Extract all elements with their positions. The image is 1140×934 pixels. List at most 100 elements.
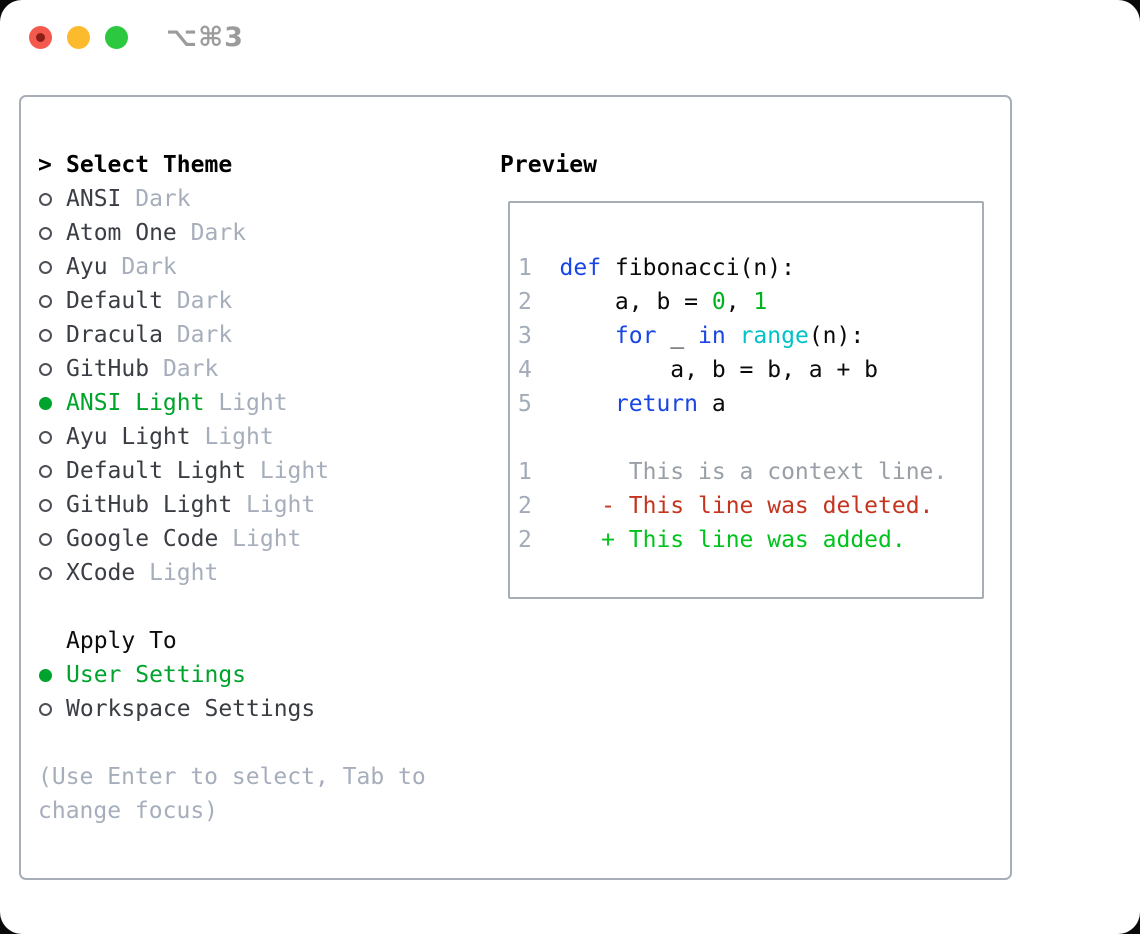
token-kw: return xyxy=(614,391,699,417)
code-text: a, b = 0, 1 xyxy=(559,285,767,319)
radio-selected-icon xyxy=(39,668,52,682)
theme-option[interactable]: Default Light Light xyxy=(38,454,478,488)
code-line: 5 return a xyxy=(518,387,974,421)
maximize-button[interactable] xyxy=(105,26,128,49)
theme-name: Default Light xyxy=(66,458,247,484)
code-text: def fibonacci(n): xyxy=(560,251,795,285)
theme-option[interactable]: Ayu Light Light xyxy=(38,420,478,454)
token-kw: for xyxy=(614,323,657,349)
close-dot-icon xyxy=(36,33,45,42)
token-plain: a, b = xyxy=(559,289,712,315)
bullet-column xyxy=(38,532,66,546)
theme-variant-badge: Light xyxy=(246,492,316,518)
line-number: 1 xyxy=(518,459,532,485)
theme-variant-badge: Dark xyxy=(176,288,233,314)
radio-selected-icon xyxy=(39,396,52,410)
line-number: 5 xyxy=(518,391,532,417)
theme-variant-badge: Light xyxy=(259,458,330,484)
theme-option[interactable]: XCode Light xyxy=(38,556,478,590)
token-context: This is a context line. xyxy=(559,459,948,485)
token-plain: a xyxy=(698,391,726,417)
radio-unselected-icon xyxy=(39,566,52,580)
token-deleted: - This line was deleted. xyxy=(559,493,934,519)
theme-name: XCode xyxy=(66,560,136,586)
bullet-column xyxy=(38,498,66,512)
bullet-column xyxy=(38,430,66,444)
preview-title: Preview xyxy=(500,152,597,178)
theme-option[interactable]: ANSI Dark xyxy=(38,182,478,216)
radio-unselected-icon xyxy=(39,498,52,512)
titlebar: ⌥⌘3 xyxy=(0,0,1140,70)
line-number: 1 xyxy=(518,255,532,281)
radio-unselected-icon xyxy=(39,532,52,546)
radio-unselected-icon xyxy=(39,260,52,274)
theme-variant-badge: Dark xyxy=(135,186,191,212)
code-text: This is a context line. xyxy=(560,455,948,489)
theme-name: Ayu Light xyxy=(66,424,191,450)
bullet-column xyxy=(38,362,66,376)
theme-name: Dracula xyxy=(66,322,163,348)
window-shortcut-label: ⌥⌘3 xyxy=(166,22,244,53)
radio-unselected-icon xyxy=(39,430,52,444)
apply-option[interactable]: User Settings xyxy=(38,658,478,692)
minimize-button[interactable] xyxy=(67,26,90,49)
line-number: 2 xyxy=(518,493,532,519)
line-number xyxy=(518,421,532,455)
apply-option-label: Workspace Settings xyxy=(66,696,316,722)
radio-unselected-icon xyxy=(39,464,52,478)
theme-name: GitHub xyxy=(66,356,150,382)
apply-option-label: User Settings xyxy=(66,662,247,688)
token-plain: fibonacci(n): xyxy=(601,255,795,281)
token-plain xyxy=(726,323,740,349)
theme-name: Atom One xyxy=(66,220,177,246)
code-line: 1 This is a context line. xyxy=(518,455,974,489)
theme-variant-badge: Light xyxy=(149,560,219,586)
bullet-column xyxy=(38,226,66,240)
token-plain: , xyxy=(725,289,754,315)
radio-unselected-icon xyxy=(39,702,52,716)
apply-to-header: Apply To xyxy=(38,624,478,658)
theme-variant-badge: Dark xyxy=(176,322,233,348)
bullet-column xyxy=(38,668,66,682)
radio-unselected-icon xyxy=(39,362,52,376)
select-theme-title: Select Theme xyxy=(66,152,233,178)
line-number: 4 xyxy=(518,357,532,383)
close-button[interactable] xyxy=(29,26,52,49)
token-added: + This line was added. xyxy=(559,527,906,553)
radio-unselected-icon xyxy=(39,192,52,206)
focus-caret-icon: > xyxy=(38,152,52,178)
theme-name: ANSI Light xyxy=(66,390,205,416)
token-kw: def xyxy=(559,255,602,281)
token-plain: (n): xyxy=(808,323,865,349)
theme-name: ANSI xyxy=(66,186,122,212)
code-line: 3 for _ in range(n): xyxy=(518,319,974,353)
theme-option[interactable]: Ayu Dark xyxy=(38,250,478,284)
line-number: 2 xyxy=(518,289,532,315)
token-plain: _ xyxy=(656,323,699,349)
theme-name: Ayu xyxy=(66,254,108,280)
theme-variant-badge: Dark xyxy=(121,254,177,280)
bullet-column xyxy=(38,294,66,308)
apply-option[interactable]: Workspace Settings xyxy=(38,692,478,726)
code-text: + This line was added. xyxy=(560,523,906,557)
theme-option[interactable]: Dracula Dark xyxy=(38,318,478,352)
code-line xyxy=(518,421,974,455)
bullet-column xyxy=(38,396,66,410)
token-plain xyxy=(560,323,615,349)
apply-to-title: Apply To xyxy=(66,628,177,654)
line-number: 2 xyxy=(518,527,532,553)
theme-variant-badge: Light xyxy=(232,526,302,552)
code-line: 2 - This line was deleted. xyxy=(518,489,974,523)
theme-variant-badge: Light xyxy=(204,424,274,450)
